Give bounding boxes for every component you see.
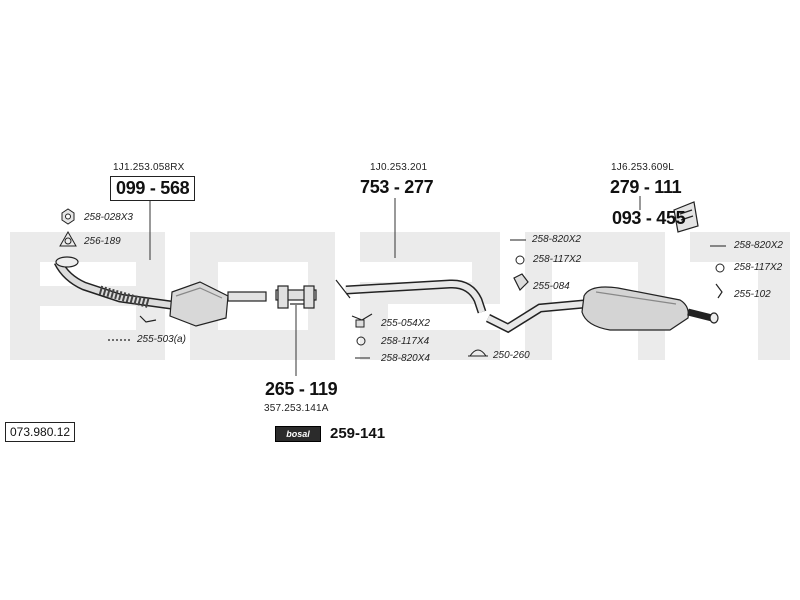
center-pipe-number: 753 - 277 (360, 177, 434, 197)
center-pipe-oem: 1J0.253.201 (370, 162, 428, 173)
gasket-icon (59, 230, 77, 247)
rear-muffler-drawing (485, 273, 723, 334)
front-pipe-drawing (53, 256, 267, 341)
bolt-mid-label: 258-820X2 (532, 234, 581, 245)
front-pipe-number: 099 - 568 (110, 176, 196, 201)
rear-muffler-number: 279 - 111 (610, 177, 682, 197)
bolt-center-label: 258-820X4 (381, 353, 430, 364)
ring-icon (356, 255, 725, 346)
heat-shield-drawing (673, 201, 699, 233)
gasket-label: 256-189 (84, 236, 121, 247)
hanger-mid-label: 255-084 (533, 281, 570, 292)
hanger-rear-label: 255-102 (734, 289, 771, 300)
front-pipe-oem: 1J1.253.058RX (113, 162, 185, 173)
hanger-icon (355, 319, 365, 328)
clamp-drawing (275, 285, 317, 309)
clamp-ring-icon (468, 349, 488, 357)
ring-rear-label: 258-117X2 (734, 262, 783, 273)
clamp-ring-label: 250-260 (493, 350, 530, 361)
nut-icon (61, 208, 75, 225)
bolt-icon (355, 239, 726, 359)
hanger-center-label: 255-054X2 (381, 318, 430, 329)
rear-muffler-oem: 1J6.253.609L (611, 162, 675, 173)
mount-front-label: 255-503(a) (137, 334, 186, 345)
ring-mid-label: 258-117X2 (533, 254, 582, 265)
brand-badge: bosal (275, 426, 321, 442)
clamp-oem: 357.253.141A (264, 403, 329, 414)
nut-label: 258-028X3 (84, 212, 133, 223)
bolt-rear-label: 258-820X2 (734, 240, 783, 251)
diagram-code: 073.980.12 (5, 422, 76, 442)
heat-shield-number: 093 - 455 (612, 208, 686, 228)
ring-center-label: 258-117X4 (381, 336, 430, 347)
clamp-number: 265 - 119 (265, 379, 338, 399)
leader-lines (149, 196, 641, 376)
assembly-paste-number: 259-141 (330, 425, 386, 442)
